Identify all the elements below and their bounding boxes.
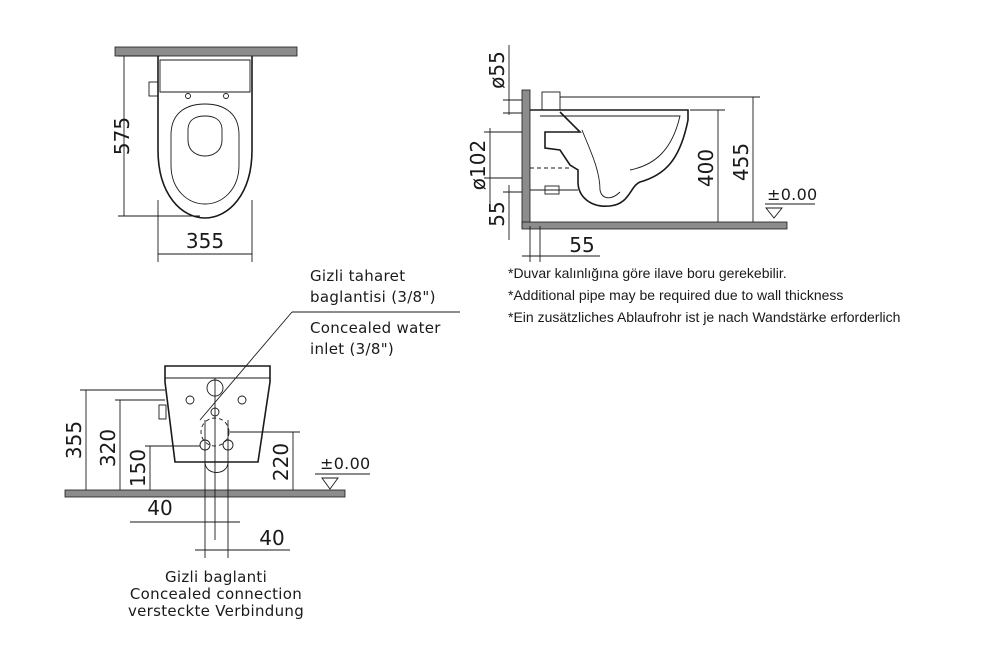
front-offset-right-label: 40 (259, 526, 284, 550)
inlet-callout-en-line2: inlet (3/8") (310, 340, 394, 358)
side-view-wall (521, 89, 531, 229)
side-d102-label: ø102 (466, 140, 490, 190)
front-view: 355 320 150 220 ±0.00 40 40 (62, 365, 371, 558)
top-view-side-button (148, 81, 159, 97)
front-view-side-button (158, 404, 167, 420)
side-floor55-label: 55 (485, 201, 509, 226)
top-view-seat (170, 103, 240, 205)
inlet-callout-en-line1: Concealed water (310, 319, 441, 337)
front-level-label: ±0.00 (320, 454, 371, 473)
side-d55-label: ø55 (485, 51, 509, 89)
front-view-bolt-upper-right (237, 395, 247, 405)
side-view-inner-rim (540, 115, 681, 171)
front-level-triangle (321, 477, 339, 490)
note-de: *Ein zusätzliches Ablaufrohr ist je nach… (508, 309, 900, 325)
note-tr: *Duvar kalınlığına göre ilave boru gerek… (508, 265, 787, 281)
front-offset-left-label: 40 (147, 496, 172, 520)
inlet-callout-tr-line1: Gizli taharet (310, 267, 405, 285)
top-view-bowl-outline (157, 56, 253, 219)
side-view: ø55 ø102 55 55 400 455 ±0.00 (466, 45, 818, 262)
front-view-waste-outlet (204, 461, 229, 473)
top-view-rear-panel (159, 59, 251, 93)
side-level-triangle (765, 207, 783, 219)
top-view-hole-left (185, 93, 191, 99)
side-view-inlet-box (541, 91, 561, 111)
notes: *Duvar kalınlığına göre ilave boru gerek… (508, 265, 900, 325)
side-view-floor (521, 221, 788, 230)
side-h400-label: 400 (694, 149, 718, 187)
front-h355-label: 355 (62, 421, 86, 459)
side-wall55-label: 55 (569, 233, 594, 257)
side-view-trap (581, 129, 621, 199)
side-level-label: ±0.00 (767, 185, 818, 204)
front-h220-label: 220 (269, 443, 293, 481)
side-h455-label: 455 (729, 143, 753, 181)
side-view-bowl-outline (530, 109, 689, 207)
top-view: 575 355 (110, 46, 298, 262)
note-en: *Additional pipe may be required due to … (508, 287, 843, 303)
top-depth-label: 575 (110, 117, 134, 155)
connection-callout-de: versteckte Verbindung (128, 602, 304, 620)
inlet-callout: Gizli taharet baglantisi (3/8") Conceale… (199, 267, 460, 421)
front-view-bolt-upper-left (185, 395, 195, 405)
top-view-hole-right (223, 93, 229, 99)
front-view-body-outline (164, 365, 271, 463)
connection-callout-en: Concealed connection (130, 585, 302, 603)
front-h150-label: 150 (126, 449, 150, 487)
connection-callout: Gizli baglanti Concealed connection vers… (128, 568, 304, 620)
connection-callout-tr: Gizli baglanti (165, 568, 267, 586)
top-view-wall (114, 46, 298, 57)
inlet-callout-tr-line2: baglantisi (3/8") (310, 288, 436, 306)
front-h320-label: 320 (96, 429, 120, 467)
top-view-bowl-opening (187, 115, 223, 157)
top-width-label: 355 (186, 229, 224, 253)
